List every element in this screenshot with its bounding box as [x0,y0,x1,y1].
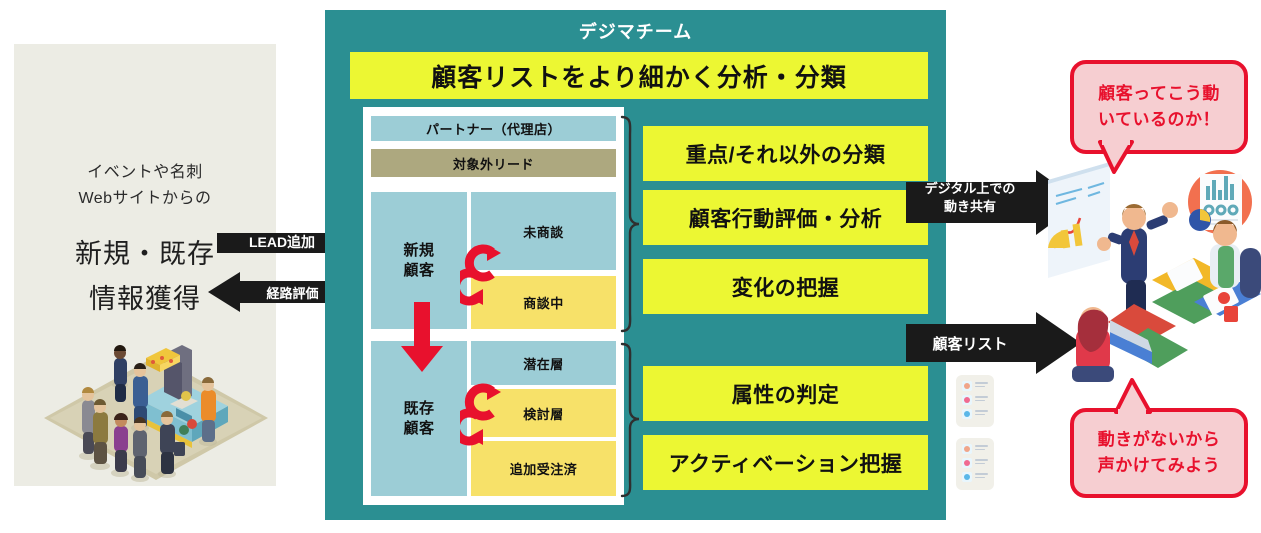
main-title-banner: 顧客リストをより細かく分析・分類 [350,52,928,99]
main-title-text: 顧客リストをより細かく分析・分類 [431,63,847,92]
action-box-0: 重点/それ以外の分類 [643,126,928,181]
left-headline-line1: 新規・既存 [75,239,215,269]
event-booth-illustration [44,345,268,482]
new-customer-loop-arrow-icon [460,244,501,306]
contact-list-card-icon-2 [956,438,994,490]
digital-share-l1: デジタル上での [924,181,1016,196]
speech-bubble-bottom-tail [1114,378,1152,414]
lower-brace [620,342,640,498]
route-eval-arrow [208,272,348,312]
avatar-icon [962,472,972,482]
avatar-icon [962,458,972,468]
action-label-0: 重点/それ以外の分類 [685,143,886,167]
segment-new-customer-l1: 新規 [403,241,435,259]
avatar-icon [962,444,972,454]
bubble-bottom-line1: 動きがないから [1097,430,1221,449]
segment-excluded-lead-label: 対象外リード [452,156,534,172]
new-to-existing-down-arrow-icon [401,302,443,372]
segment-in-negotiation-label: 商談中 [523,296,564,311]
lead-add-arrow-label: LEAD追加 [248,234,316,250]
segment-considering: 検討層 [471,389,616,437]
existing-customer-loop-arrow-icon [460,383,501,446]
action-label-4: アクティベーション把握 [668,452,903,476]
segment-partner-label: パートナー（代理店） [425,122,561,137]
speech-bubble-bottom-text: 動きがないから 声かけてみよう [1098,427,1221,479]
bubble-top-line1: 顧客ってこう動 [1098,84,1220,103]
digital-share-arrow-label: デジタル上での 動き共有 [908,180,1032,216]
upper-brace [620,115,640,333]
segment-latent-label: 潜在層 [523,356,564,372]
left-source-caption: イベントや名刺 Webサイトからの [14,160,276,212]
segment-new-customer-l2: 顧客 [403,261,435,279]
speech-bubble-top-tail [1098,140,1134,174]
bubble-top-line2: いているのか！ [1098,110,1220,129]
segment-additional-order: 追加受注済 [471,441,616,496]
segment-new-customer: 新規 顧客 [371,192,467,329]
segment-latent: 潜在層 [471,341,616,385]
segment-partner: パートナー（代理店） [371,116,616,141]
segment-in-negotiation: 商談中 [471,276,616,329]
segment-existing-customer-l2: 顧客 [403,419,435,437]
avatar-icon [962,395,972,405]
left-caption-line1: イベントや名刺 [87,164,203,181]
left-source-headline: 新規・既存 情報獲得 [14,232,276,322]
left-headline-line2: 情報獲得 [89,284,201,314]
action-label-1: 顧客行動評価・分析 [688,207,883,231]
segment-excluded-lead: 対象外リード [371,149,616,177]
left-caption-line2: Webサイトからの [78,190,212,207]
action-label-3: 属性の判定 [731,383,840,407]
segment-not-negotiated: 未商談 [471,192,616,270]
segment-not-negotiated-label: 未商談 [523,224,564,240]
action-box-3: 属性の判定 [643,366,928,421]
action-box-1: 顧客行動評価・分析 [643,190,928,245]
team-meeting-illustration [1048,162,1261,382]
digital-share-l2: 動き共有 [943,199,996,214]
team-panel-title: デジマチーム [578,22,693,42]
customer-list-arrow [906,312,1081,374]
segment-considering-label: 検討層 [523,406,564,422]
avatar-icon [962,409,972,419]
action-box-2: 変化の把握 [643,259,928,314]
customer-list-arrow-label: 顧客リスト [932,336,1008,353]
speech-bubble-top: 顧客ってこう動 いているのか！ [1070,60,1248,154]
segment-existing-customer-l1: 既存 [403,399,435,417]
contact-list-card-icon-1 [956,375,994,427]
segment-additional-order-label: 追加受注済 [509,462,578,477]
digital-share-arrow [906,170,1081,235]
avatar-icon [962,381,972,391]
bubble-bottom-line2: 声かけてみよう [1097,456,1221,475]
action-label-2: 変化の把握 [731,276,840,300]
route-eval-arrow-label: 経路評価 [266,286,319,301]
action-box-4: アクティベーション把握 [643,435,928,490]
speech-bubble-top-text: 顧客ってこう動 いているのか！ [1098,81,1220,133]
speech-bubble-bottom: 動きがないから 声かけてみよう [1070,408,1248,498]
